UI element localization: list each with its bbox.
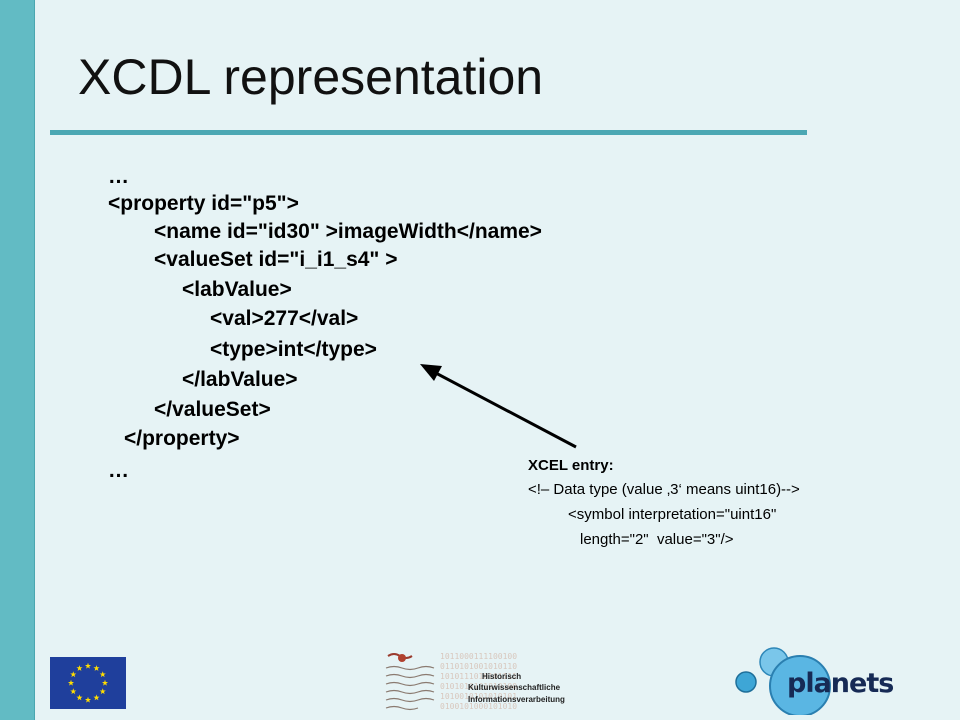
hki-line-3: Informationsverarbeitung [468,695,565,704]
eu-star-icon [99,671,106,678]
arrow-shaft [431,369,577,449]
planets-wordmark: planets [787,668,894,699]
code-line-property-open: <property id="p5"> [108,192,299,215]
xcel-note-heading: XCEL entry: [528,457,614,474]
code-line-name: <name id="id30" >imageWidth</name> [154,220,542,243]
xcel-note-line-1: <!– Data type (value ‚3‘ means uint16)--… [528,481,800,498]
hki-logo: 1011000111100100 0110101001010110 101011… [384,650,565,712]
code-line-ellipsis-bottom: … [108,459,129,482]
code-line-type: <type>int</type> [210,338,377,361]
hki-line-2: Kulturwissenschaftliche [468,683,561,692]
eu-star-icon [70,671,77,678]
code-line-property-close: </property> [124,427,240,450]
eu-star-icon [76,694,83,701]
hki-scribble-icon [385,653,435,711]
code-line-labvalue-open: <labValue> [182,278,292,301]
planets-logo: planets [730,640,900,717]
xcel-note-line-3: length="2" value="3"/> [580,531,734,548]
eu-star-icon [67,679,75,686]
slide-title: XCDL representation [78,49,544,105]
hki-line-1: Historisch [482,672,522,681]
eu-star-icon [93,665,100,671]
code-line-valueset-close: </valueSet> [154,398,271,421]
arrow-head-icon [420,364,442,381]
code-line-ellipsis-top: … [108,165,129,188]
code-line-labvalue-close: </labValue> [182,368,298,391]
code-line-valueset-open: <valueSet id="i_i1_s4" > [154,248,398,271]
code-line-val: <val>277</val> [210,307,359,330]
eu-star-icon [101,679,109,686]
eu-star-icon [70,688,77,695]
hki-binary-pattern: 1011000111100100 0110101001010110 101011… [440,652,518,711]
xcel-note-line-2: <symbol interpretation="uint16" [568,506,777,523]
eu-star-icon [99,688,106,695]
eu-flag-icon [50,657,126,709]
planets-circles-icon [735,647,831,717]
eu-star-icon [84,662,92,669]
eu-star-icon [84,696,92,703]
title-underline [50,130,807,135]
eu-star-icon [76,665,83,671]
eu-star-icon [93,694,100,701]
left-accent-bar [0,0,35,720]
